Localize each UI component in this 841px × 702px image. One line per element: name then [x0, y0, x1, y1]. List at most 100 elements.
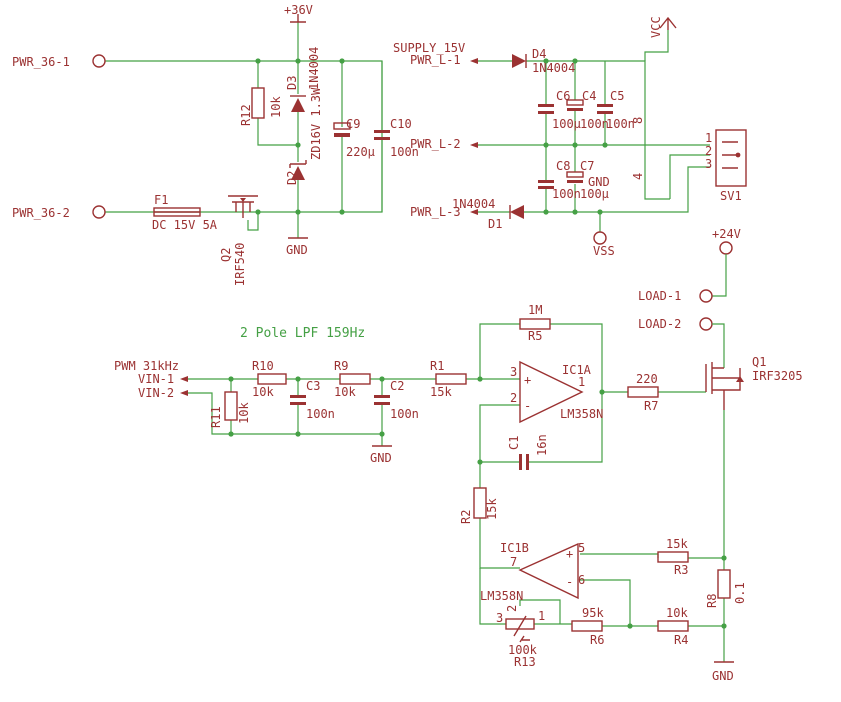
c6-value: 100µ: [552, 117, 581, 131]
r7-label: R7: [644, 399, 658, 413]
d4-value: 1N4004: [532, 61, 575, 75]
load1-pad[interactable]: [699, 289, 713, 303]
opamp-b-section: + - 5 6 7 IC1B LM358N 15k R3 1 2 3 100k …: [479, 537, 724, 669]
gnd-label-3: GND: [370, 451, 392, 465]
load2-pad[interactable]: [699, 317, 713, 331]
r9-value: 10k: [334, 385, 356, 399]
q2-label: Q2: [219, 248, 233, 262]
load2-label: LOAD-2: [638, 317, 681, 331]
r5-value: 1M: [528, 303, 542, 317]
r3-label: R3: [674, 563, 688, 577]
pwm-label: PWM 31kHz: [114, 359, 179, 373]
c10-value: 100n: [390, 145, 419, 159]
r13-value: 100k: [508, 643, 538, 657]
c3-value: 100n: [306, 407, 335, 421]
ic1b-pin5: 5: [578, 541, 585, 555]
sv1-pin1: 1: [705, 131, 712, 145]
r6-value: 95k: [582, 606, 604, 620]
vin1-label: VIN-1: [138, 372, 174, 386]
r13-pin3: 3: [496, 611, 503, 625]
supply-label: SUPPLY_15V: [393, 41, 465, 55]
ic1a-label: IC1A: [562, 363, 592, 377]
gnd-label-1: GND: [286, 243, 308, 257]
c3-label: C3: [306, 379, 320, 393]
pin4-label: 4: [631, 173, 645, 180]
pwr-36-2-pad[interactable]: [92, 205, 106, 219]
c2-value: 100n: [390, 407, 419, 421]
r12-resistor: [251, 87, 265, 119]
output-stage: +24V LOAD-1 LOAD-2 Q1 IRF3205 R8 0.1 GND: [638, 227, 803, 683]
r2-label: R2: [459, 510, 473, 524]
lpf-section: 2 Pole LPF 159Hz PWM 31kHz VIN-1 VIN-2 R…: [114, 326, 520, 465]
ic1a-value: LM358N: [560, 407, 603, 421]
q2-value: IRF540: [233, 243, 247, 286]
ic1b-pin6: 6: [578, 573, 585, 587]
pwr-36-1-pad[interactable]: [92, 54, 106, 68]
r5-label: R5: [528, 329, 542, 343]
d4-label: D4: [532, 47, 546, 61]
lpf-title: 2 Pole LPF 159Hz: [240, 326, 365, 341]
ic1a-pin1: 1: [578, 375, 585, 389]
sv1-pin2: 2: [705, 144, 712, 158]
r13-pin1: 1: [538, 609, 545, 623]
ic1b-label: IC1B: [500, 541, 529, 555]
ic1b-value: LM358N: [480, 589, 523, 603]
r4-label: R4: [674, 633, 688, 647]
r6-label: R6: [590, 633, 604, 647]
r8-value: 0.1: [733, 582, 747, 604]
r1-label: R1: [430, 359, 444, 373]
ic1b-plus: +: [566, 547, 573, 561]
v24-label: +24V: [712, 227, 741, 241]
r13-label: R13: [514, 655, 536, 669]
vss-label: VSS: [593, 244, 615, 258]
r12-value: 10k: [269, 96, 283, 118]
r11-value: 10k: [237, 402, 251, 424]
sv1-connector[interactable]: [715, 129, 747, 187]
gnd-label-4: GND: [712, 669, 734, 683]
c4-label: C4: [582, 89, 596, 103]
r13-potentiometer[interactable]: [505, 618, 535, 630]
vcc-label: VCC: [649, 16, 663, 38]
r4-value: 10k: [666, 606, 688, 620]
c7-value: 100µ: [580, 187, 609, 201]
r2-value: 15k: [485, 498, 499, 520]
pwr-l-2-label: PWR_L-2: [410, 137, 461, 151]
pwr-36-1-label: PWR_36-1: [12, 55, 70, 69]
r3-value: 15k: [666, 537, 688, 551]
c1-value: 16n: [535, 434, 549, 456]
ic1b-opamp: [518, 542, 579, 600]
r7-value: 220: [636, 372, 658, 386]
q1-value: IRF3205: [752, 369, 803, 383]
d1-value: 1N4004: [452, 197, 495, 211]
c5-label: C5: [610, 89, 624, 103]
q1-label: Q1: [752, 355, 766, 369]
vin2-label: VIN-2: [138, 386, 174, 400]
ic1a-pin2: 2: [510, 391, 517, 405]
c6-label: C6: [556, 89, 570, 103]
ic1a-opamp: [519, 360, 584, 424]
opamp-a-section: 1M R5 + - 3 2 1 IC1A LM358N C1 16n 220 R…: [459, 303, 706, 569]
sv1-label: SV1: [720, 189, 742, 203]
vss-pad[interactable]: [593, 231, 607, 245]
c5-value: 100n: [606, 117, 635, 131]
c1-label: C1: [507, 436, 521, 450]
d2-label: D2: [285, 171, 299, 185]
sv1-pin3: 3: [705, 157, 712, 171]
v36-label: +36V: [284, 3, 313, 17]
r12-label: R12: [239, 104, 253, 126]
ic1b-pin7: 7: [510, 555, 517, 569]
pwr-36-2-label: PWR_36-2: [12, 206, 70, 220]
c10-label: C10: [390, 117, 412, 131]
c4-value: 100n: [580, 117, 609, 131]
ic1a-plus: +: [524, 373, 531, 387]
d3-value: 1N4004: [307, 47, 321, 90]
ic1b-minus: -: [566, 575, 573, 589]
v24-pad[interactable]: [719, 241, 733, 255]
r9-label: R9: [334, 359, 348, 373]
c8-label: C8: [556, 159, 570, 173]
c2-label: C2: [390, 379, 404, 393]
ic1a-minus: -: [524, 399, 531, 413]
power-input-section: PWR_36-1 PWR_36-2 +36V R12 10k D3 1N4004…: [12, 3, 419, 286]
r1-value: 15k: [430, 385, 452, 399]
